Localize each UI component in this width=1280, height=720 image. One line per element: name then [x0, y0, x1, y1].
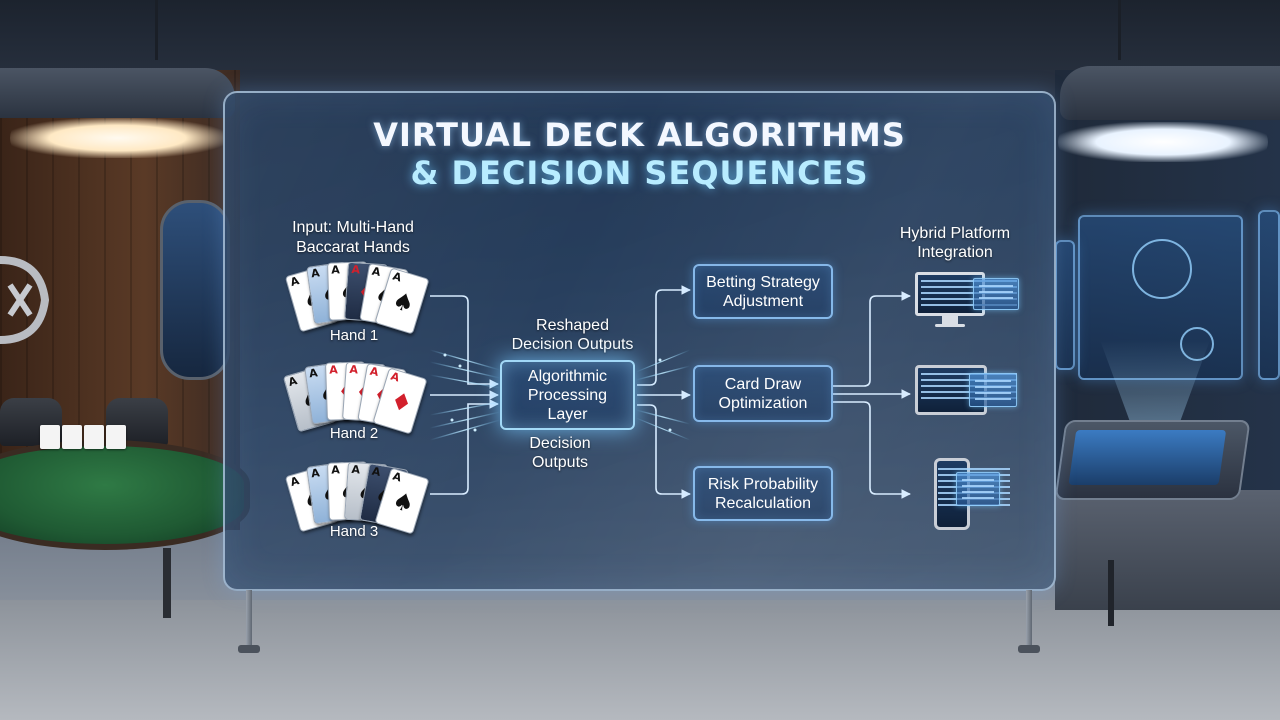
laptop-icon [915, 365, 1025, 425]
ceiling-rod [1118, 0, 1121, 60]
left-ceiling-hood [0, 68, 235, 118]
input-label: Input: Multi-Hand Baccarat Hands [292, 219, 414, 256]
left-wall-window [160, 200, 230, 380]
card-shoe-icon [62, 425, 82, 449]
betting-strategy-label: Betting Strategy Adjustment [706, 273, 820, 310]
reshaped-outputs-label: Reshaped Decision Outputs [511, 317, 634, 353]
ceiling-rod [155, 0, 158, 60]
panel-stand-leg [1026, 590, 1032, 648]
counter-leg [1108, 560, 1114, 626]
risk-probability-label: Risk Probability Recalculation [707, 475, 819, 512]
betting-strategy-box: Betting Strategy Adjustment [693, 264, 833, 319]
side-display-screen [1055, 240, 1075, 370]
touch-console [1054, 420, 1251, 500]
panel-stand-leg [246, 590, 252, 648]
radar-icon [1132, 239, 1192, 299]
card-shoe-icon [84, 425, 104, 449]
panel-stand-foot [1018, 645, 1040, 653]
card-draw-box: Card Draw Optimization [693, 365, 833, 422]
card-shoe-icon [106, 425, 126, 449]
control-counter [1055, 490, 1280, 610]
panel-stand-foot [238, 645, 260, 653]
diagram-title-line2: & DECISION SEQUENCES [410, 154, 869, 192]
decision-outputs-label: Decision Outputs [529, 435, 591, 471]
right-ceiling-hood [1060, 66, 1280, 120]
wall-logo-icon [0, 256, 50, 344]
side-display-screen [1258, 210, 1280, 380]
floor [0, 600, 1280, 720]
desktop-monitor-icon [915, 272, 1025, 334]
baccarat-table [0, 440, 250, 550]
diagram-title-line1: VIRTUAL DECK ALGORITHMS [373, 116, 906, 154]
smartphone-icon [934, 458, 1014, 534]
hand-1-label: Hand 1 [329, 327, 379, 344]
algorithmic-processing-layer: Algorithmic Processing Layer [500, 360, 635, 430]
processing-layer-label: Algorithmic Processing Layer [527, 367, 608, 423]
card-draw-label: Card Draw Optimization [718, 375, 808, 412]
card-shoe-icon [40, 425, 60, 449]
right-ceiling-light [1058, 122, 1268, 162]
platform-label: Hybrid Platform Integration [899, 225, 1011, 261]
risk-probability-box: Risk Probability Recalculation [693, 466, 833, 521]
hand-2-label: Hand 2 [329, 425, 379, 442]
left-ceiling-light [10, 118, 225, 158]
hand-3-label: Hand 3 [329, 523, 379, 540]
table-leg [163, 548, 171, 618]
